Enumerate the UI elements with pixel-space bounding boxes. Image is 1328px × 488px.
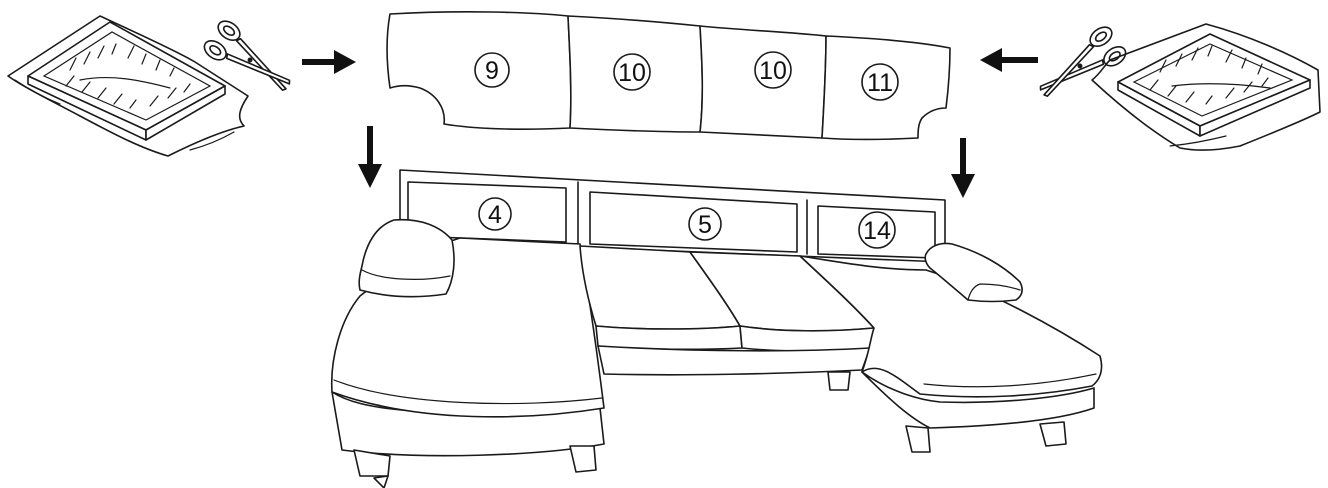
- arrow-right-icon: [302, 50, 356, 74]
- label-9-text: 9: [485, 57, 499, 85]
- foam-pad-right-icon: [1092, 24, 1320, 150]
- label-back-cushion-9: 9: [475, 53, 509, 87]
- label-14-text: 14: [863, 217, 891, 245]
- arrow-down-left-icon: [358, 126, 382, 188]
- arrow-left-icon: [980, 48, 1038, 72]
- label-backrest-4: 4: [479, 198, 511, 230]
- label-10a-text: 10: [618, 59, 646, 87]
- label-back-cushion-10a: 10: [614, 54, 650, 90]
- label-backrest-5: 5: [689, 208, 721, 240]
- foam-pad-left-icon: [8, 16, 248, 156]
- label-11-text: 11: [867, 69, 893, 97]
- label-10b-text: 10: [759, 57, 787, 85]
- label-back-cushion-11: 11: [862, 64, 898, 100]
- label-5-text: 5: [698, 211, 712, 239]
- label-backrest-14: 14: [859, 212, 895, 248]
- label-back-cushion-10b: 10: [755, 52, 791, 88]
- arrow-down-right-icon: [951, 138, 975, 198]
- label-4-text: 4: [488, 201, 502, 229]
- scissors-right-icon: [1031, 23, 1129, 109]
- armrest-pillow-left: [359, 220, 454, 297]
